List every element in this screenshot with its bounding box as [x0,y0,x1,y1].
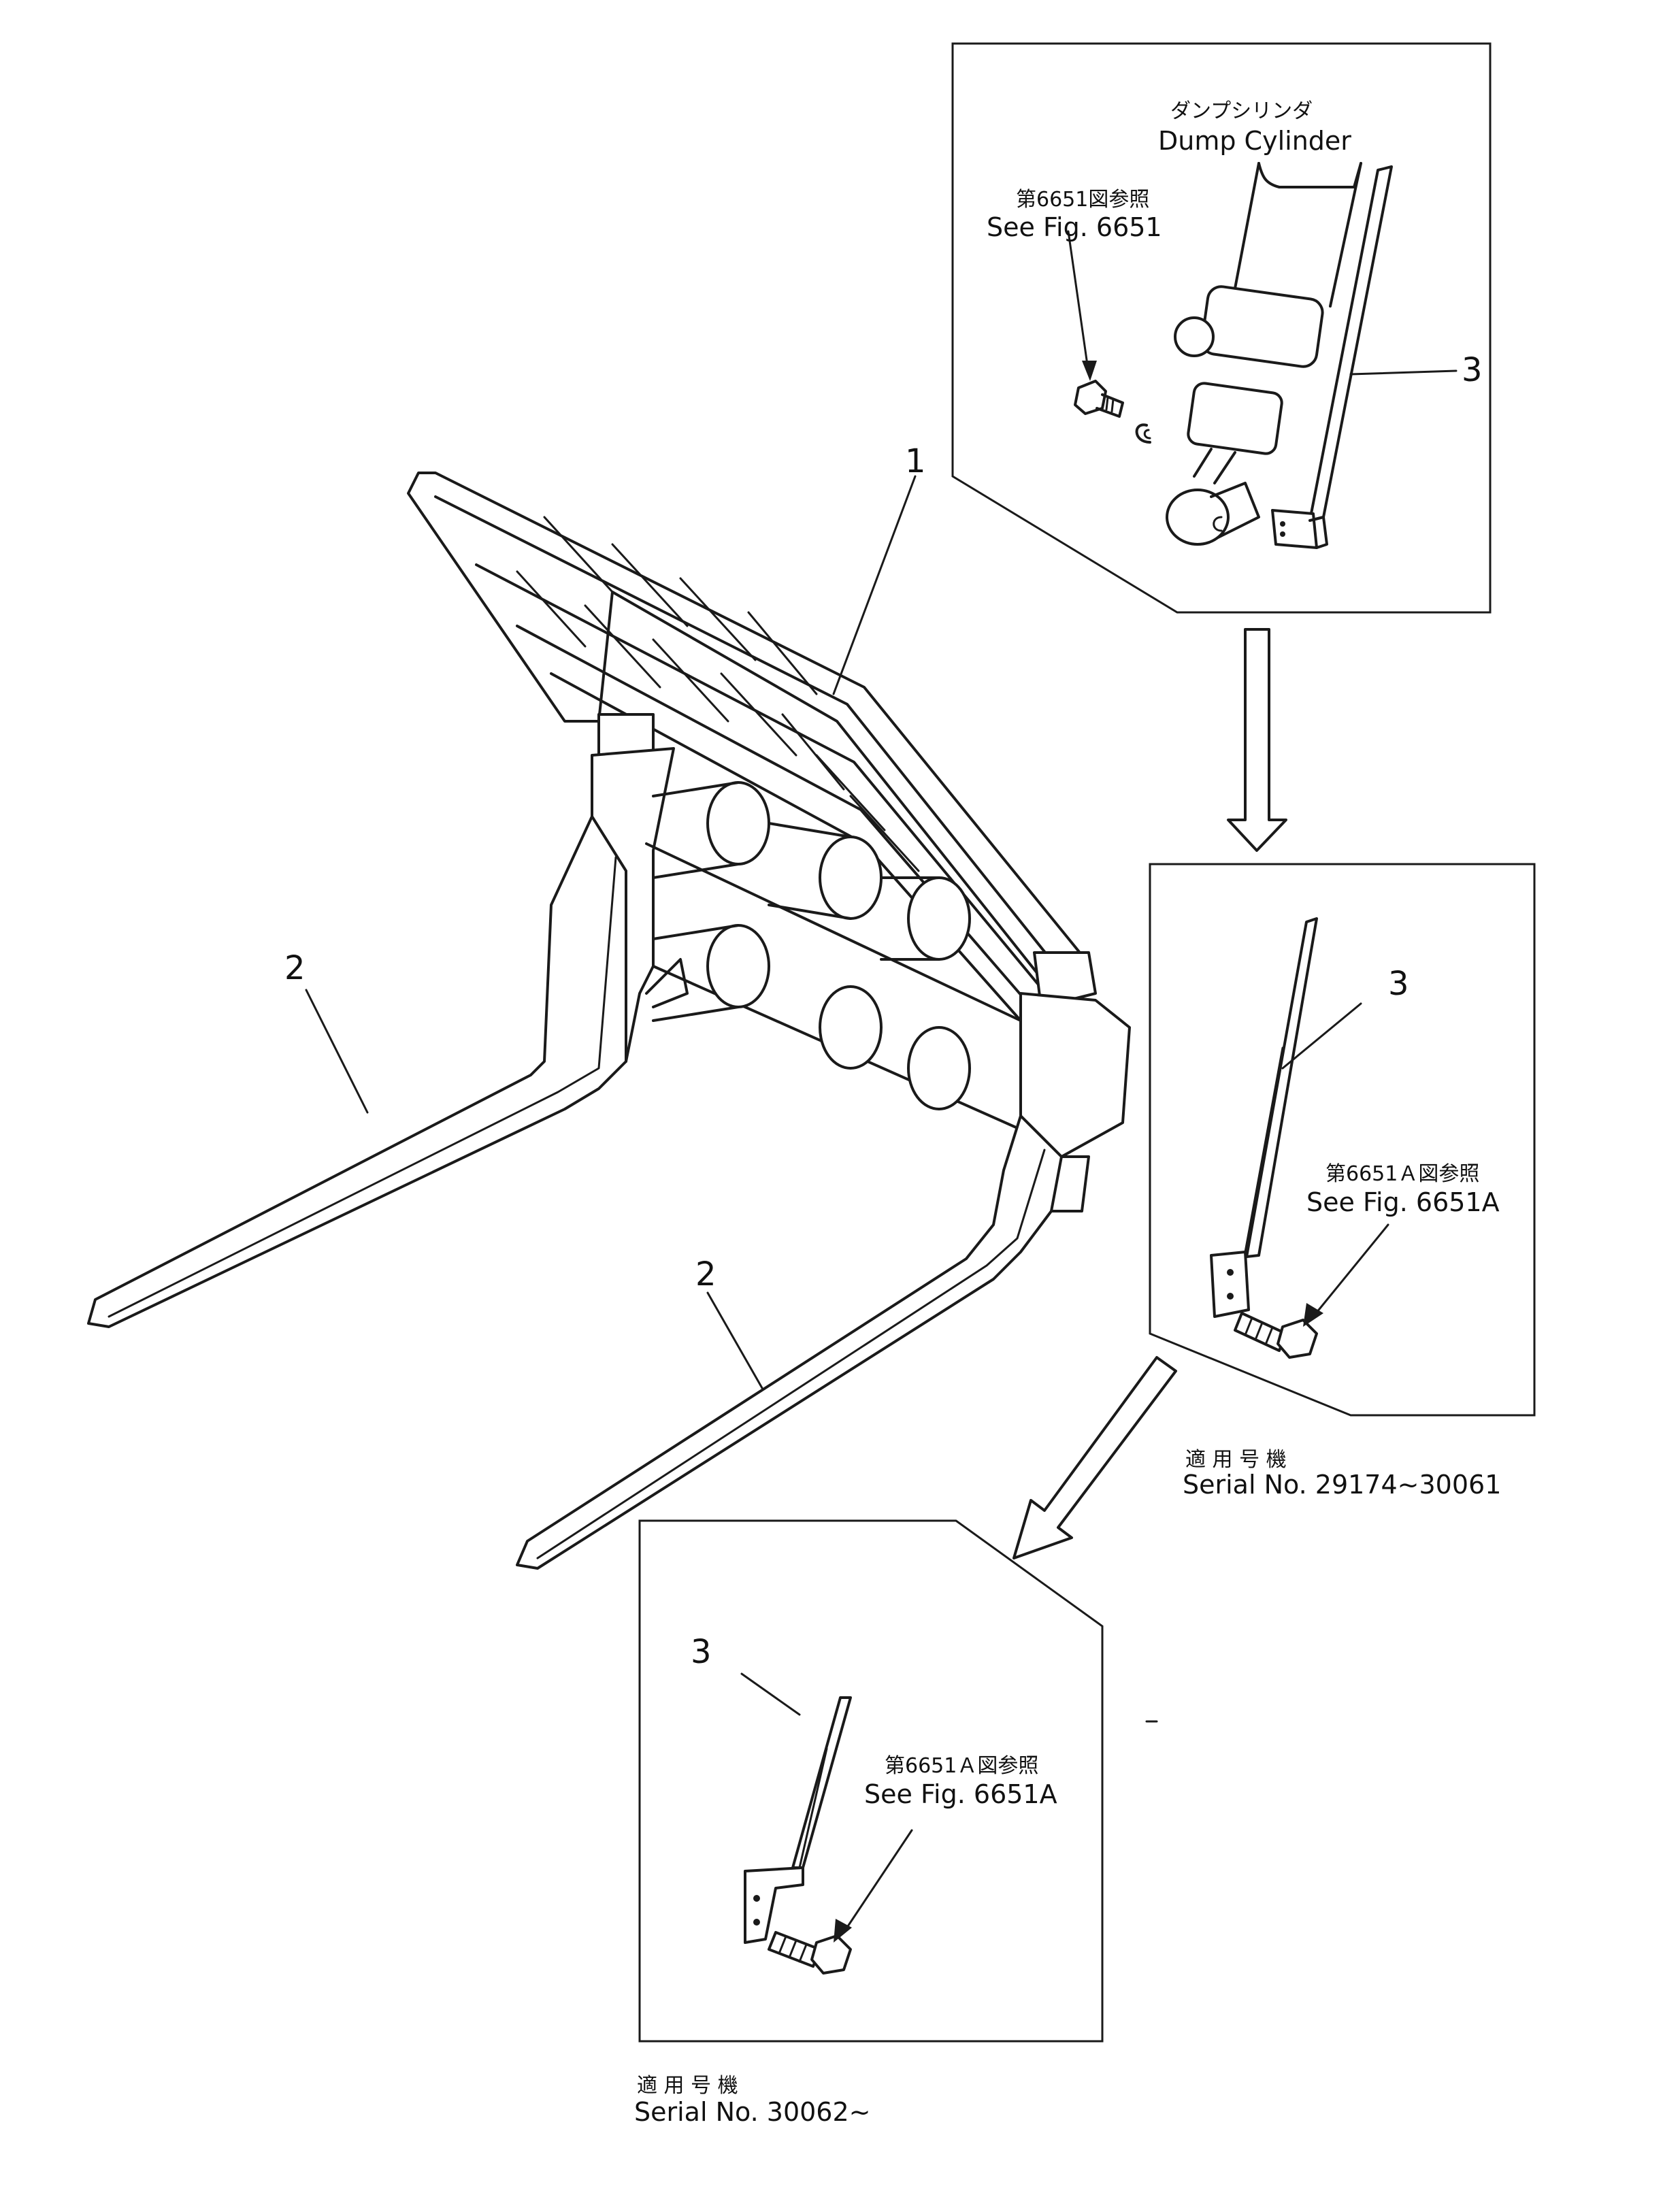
dump-cylinder [1166,162,1362,546]
see-fig-6651a-bottom-jp: 第6651Ａ図参照 [885,1754,1039,1778]
callout-1: 1 [905,442,926,480]
dump-cylinder-label-en: Dump Cylinder [1158,126,1351,156]
bolt [768,1931,852,1975]
serial-range-mid: Serial No. 29174~30061 [1183,1470,1502,1500]
carriage-rollers [652,781,971,1110]
callout-leader-3-bottom [740,1672,801,1716]
leader-fig6651a-mid [1312,1223,1389,1318]
leader-arrowhead [1303,1303,1323,1327]
top-detail-panel [951,42,1492,614]
see-fig-6651a-bottom-en: See Fig. 6651A [864,1779,1057,1809]
callout-3-bottom: 3 [691,1633,712,1671]
bolt [1234,1312,1318,1359]
leader-arrowhead [834,1919,852,1943]
see-fig-6651-label-en: See Fig. 6651 [987,212,1162,242]
leader-arrowhead [1082,361,1097,381]
see-fig-6651-label-jp: 第6651図参照 [1016,188,1150,212]
callout-leader-1 [832,475,917,695]
flow-arrow-diagonal [1012,1356,1177,1559]
see-fig-6651a-mid-jp: 第6651Ａ図参照 [1326,1162,1480,1186]
leader-fig6651a-bottom [842,1829,913,1934]
right-fork [516,1115,1090,1570]
callout-leader-3-mid [1281,1002,1362,1070]
middle-detail-panel [1149,863,1536,1417]
serial-label-mid-jp: 適 用 号 機 [1185,1448,1287,1472]
callout-3-mid: 3 [1388,965,1409,1003]
callout-leader-3-top [1349,369,1458,376]
left-fork [87,815,627,1328]
guard-rod [1271,165,1393,549]
callout-3-top: 3 [1462,351,1483,389]
serial-label-bottom-jp: 適 用 号 機 [637,2074,738,2098]
leader-fig6651 [1067,230,1090,376]
callout-2-right-fork: 2 [695,1255,717,1293]
dump-cylinder-label-jp: ダンプシリンダ [1170,99,1313,123]
see-fig-6651a-mid-en: See Fig. 6651A [1306,1187,1500,1217]
stray-dash: – [1143,1701,1156,1731]
callout-2-left-fork: 2 [284,949,306,987]
flow-arrow-down [1227,628,1287,852]
serial-range-bottom: Serial No. 30062~ [634,2097,871,2127]
callout-leader-2b [706,1291,763,1389]
bottom-detail-panel [638,1519,1104,2043]
pin-bolt [1074,380,1151,444]
fork-assembly [87,472,1131,1570]
callout-leader-2a [305,989,369,1114]
